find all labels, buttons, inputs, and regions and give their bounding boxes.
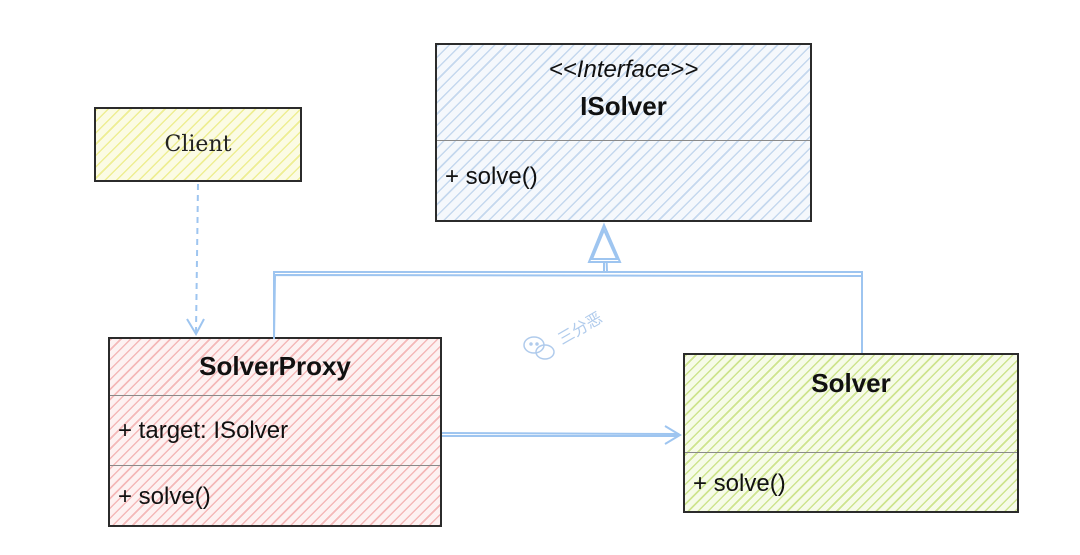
client-class: Client [94,107,302,182]
isolver-name: ISolver [580,90,667,121]
solverproxy-attributes: + target: ISolver [110,395,440,465]
solver-methods: + solve() [685,452,1017,511]
isolver-interface: <<Interface>> ISolver + solve() [435,43,812,222]
isolver-method-solve: + solve() [445,162,538,190]
association-arrow [441,425,682,445]
solver-name: Solver [811,367,891,398]
solverproxy-method-solve: + solve() [118,482,211,510]
realization-arrow [273,222,863,353]
watermark: 三分恶 [523,308,606,360]
solverproxy-name: SolverProxy [199,350,351,381]
watermark-text: 三分恶 [555,308,606,348]
solverproxy-methods: + solve() [110,465,440,525]
solverproxy-attr-target: + target: ISolver [118,416,289,444]
client-class-name: Client [164,132,232,157]
solver-method-solve: + solve() [693,469,786,497]
isolver-methods: + solve() [437,140,810,212]
isolver-stereotype: <<Interface>> [548,56,699,83]
wechat-icon [523,336,555,360]
client-dependency-arrow [186,183,205,337]
solverproxy-class: SolverProxy + target: ISolver + solve() [108,337,442,527]
solver-class: Solver + solve() [683,353,1019,513]
